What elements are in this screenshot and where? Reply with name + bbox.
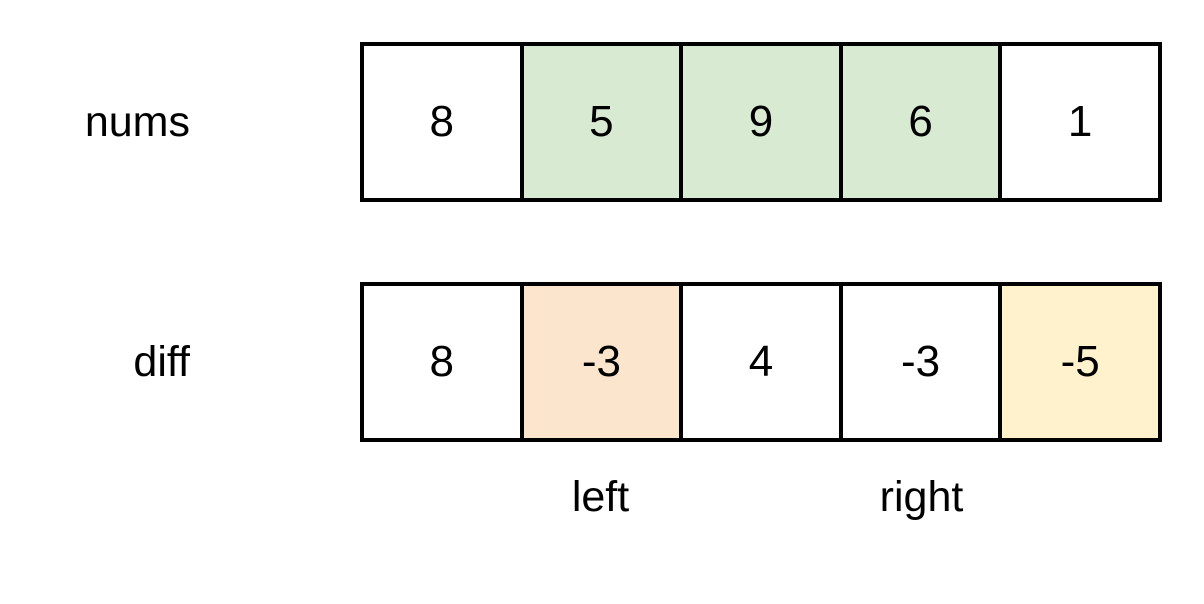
array-cell: 9 [679, 46, 839, 198]
array-cell: 4 [679, 286, 839, 438]
row-label-diff: diff [133, 338, 190, 386]
array-cell: 8 [364, 286, 520, 438]
row-label-nums: nums [84, 98, 190, 146]
diff-array: 8 -3 4 -3 -5 [360, 282, 1162, 442]
array-cell: 6 [838, 46, 999, 198]
array-cell: 8 [364, 46, 520, 198]
pointer-label-left: left [571, 473, 630, 521]
nums-array: 8 5 9 6 1 [360, 42, 1162, 202]
array-cell: 1 [998, 46, 1158, 198]
array-cell: -3 [519, 286, 680, 438]
array-cell: 5 [519, 46, 680, 198]
pointer-label-right: right [879, 473, 964, 521]
array-cell: -5 [998, 286, 1158, 438]
array-cell: -3 [838, 286, 999, 438]
